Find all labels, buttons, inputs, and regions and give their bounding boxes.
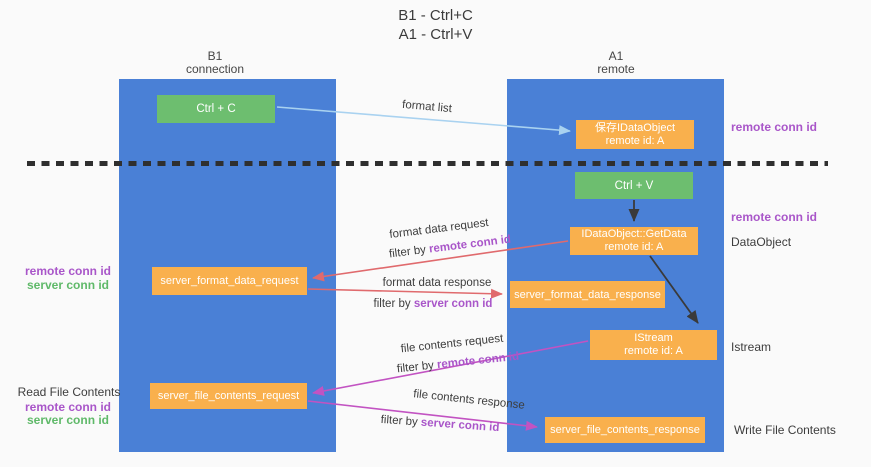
node-server-format-data-request: server_format_data_request [152,267,307,295]
node-server-file-contents-response-label: server_file_contents_response [550,424,700,436]
filter-by-text: filter by [373,298,411,310]
node-idataobject-getdata: IDataObject::GetData remote id: A [570,227,698,255]
node-idataobject-getdata-line2: remote id: A [604,241,664,253]
edge-label-format-data-response: format data response [382,277,492,289]
lane-a1-subtitle: remote [597,62,635,76]
left-annotation-remote-conn-id-top: remote conn id [24,264,111,278]
node-server-format-data-response-label: server_format_data_response [514,288,661,301]
server-conn-id-text: server conn id [420,416,500,435]
filter-by-text: filter by [380,413,419,429]
edge-label-filter-by-server-1: filter by server conn id [374,298,493,310]
node-server-format-data-request-label: server_format_data_request [160,275,299,287]
right-annotation-istream: Istream [731,340,772,354]
edge-label-filter-by-remote-2: filter by remote conn id [396,351,519,376]
right-annotation-remote-conn-id-top: remote conn id [731,120,818,134]
filter-by-text: filter by [388,244,427,261]
node-server-format-data-response: server_format_data_response [510,281,665,308]
server-conn-id-text: server conn id [413,298,493,310]
title-line-1: B1 - Ctrl+C [398,7,473,24]
node-istream-line1: IStream [634,332,673,344]
node-server-file-contents-request: server_file_contents_request [150,383,307,409]
left-annotation-remote-conn-id-bottom: remote conn id [24,400,111,414]
right-annotation-dataobject: DataObject [731,235,792,249]
node-ctrl-c-label: Ctrl + C [196,103,236,115]
left-annotation-server-conn-id-top: server conn id [26,278,110,292]
title-line-2: A1 - Ctrl+V [398,26,473,43]
left-annotation-read-file-contents: Read File Contents [17,385,121,399]
left-annotation-server-conn-id-bottom: server conn id [26,413,110,427]
node-save-idataobject-line2: remote id: A [605,134,665,147]
diagram-title: B1 - Ctrl+C A1 - Ctrl+V [0,6,871,44]
edge-label-format-list: format list [401,98,453,116]
node-ctrl-c: Ctrl + C [157,95,275,123]
remote-conn-id-text: remote conn id [428,233,512,256]
edge-label-file-contents-request: file contents request [400,332,504,356]
node-istream-line2: remote id: A [624,345,683,357]
right-annotation-remote-conn-id-mid: remote conn id [731,210,818,224]
node-save-idataobject-line1: 保存IDataObject [594,121,676,134]
node-ctrl-v-label: Ctrl + V [614,179,654,192]
edge-label-filter-by-server-2: filter by server conn id [380,414,499,434]
node-save-idataobject: 保存IDataObject remote id: A [576,120,694,149]
lane-a1-title: A1 [608,49,624,63]
node-idataobject-getdata-line1: IDataObject::GetData [581,228,687,240]
arrow-format-data-response [307,288,503,299]
node-istream: IStream remote id: A [590,330,717,360]
lane-b1-title: B1 [207,49,223,63]
node-ctrl-v: Ctrl + V [575,172,693,199]
lane-header-b1: B1 connection [145,50,285,76]
lane-header-a1: A1 remote [546,50,686,76]
filter-by-text: filter by [396,359,435,376]
node-server-file-contents-request-label: server_file_contents_request [157,390,300,402]
right-annotation-write-file-contents: Write File Contents [734,423,836,437]
lane-b1-subtitle: connection [185,62,245,76]
node-server-file-contents-response: server_file_contents_response [545,417,705,443]
